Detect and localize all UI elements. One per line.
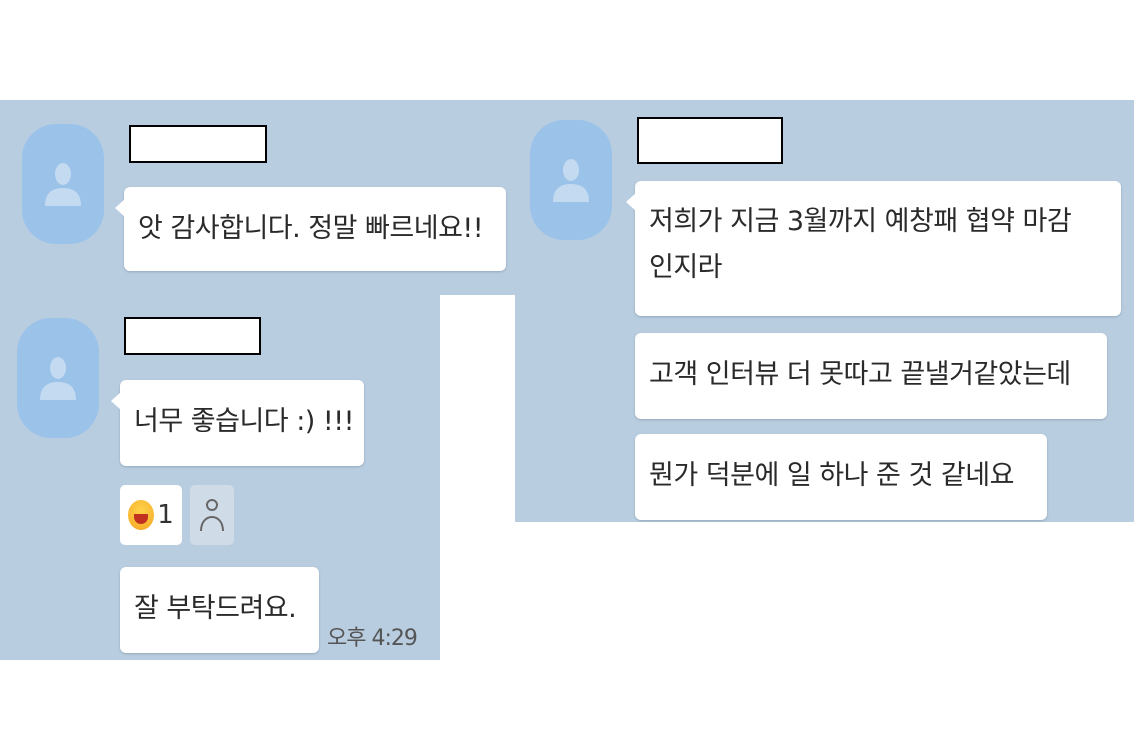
message-text: 앗 감사합니다. 정말 빠르네요!! xyxy=(138,213,484,244)
sender-name-redacted xyxy=(637,117,783,164)
message-bubble[interactable]: 너무 좋습니다 :) !!! xyxy=(111,380,364,466)
person-outline-icon xyxy=(200,499,224,532)
sender-name-redacted xyxy=(124,317,261,355)
laughing-face-emoji-icon xyxy=(128,500,155,530)
reaction-laughing-button[interactable]: 1 xyxy=(120,485,182,545)
message-text-line: 인지라 xyxy=(649,252,723,283)
person-silhouette-icon xyxy=(553,159,589,202)
person-silhouette-icon xyxy=(40,357,76,400)
avatar-profile-icon[interactable] xyxy=(22,124,104,244)
message-bubble[interactable]: 뭔가 덕분에 일 하나 준 것 같네요 xyxy=(635,434,1047,520)
message-text: 잘 부탁드려요. xyxy=(134,593,297,624)
message-text: 고객 인터뷰 더 못따고 끝낼거같았는데 xyxy=(649,359,1071,390)
person-silhouette-icon xyxy=(45,163,81,206)
sender-name-redacted xyxy=(129,125,267,163)
message-text: 너무 좋습니다 :) !!! xyxy=(134,406,354,437)
avatar-profile-icon[interactable] xyxy=(17,318,99,438)
message-timestamp: 오후 4:29 xyxy=(327,626,418,651)
reaction-member-button[interactable] xyxy=(190,485,234,545)
avatar-profile-icon[interactable] xyxy=(530,120,612,240)
message-bubble[interactable]: 저희가 지금 3월까지 예창패 협약 마감 인지라 xyxy=(626,181,1121,316)
message-text-line: 저희가 지금 3월까지 예창패 협약 마감 xyxy=(649,206,1072,237)
message-bubble[interactable]: 고객 인터뷰 더 못따고 끝낼거같았는데 xyxy=(635,333,1107,419)
message-bubble[interactable]: 잘 부탁드려요. xyxy=(120,567,319,653)
message-bubble[interactable]: 앗 감사합니다. 정말 빠르네요!! xyxy=(115,187,506,271)
reaction-count: 1 xyxy=(157,500,174,530)
message-text: 뭔가 덕분에 일 하나 준 것 같네요 xyxy=(649,460,1014,491)
